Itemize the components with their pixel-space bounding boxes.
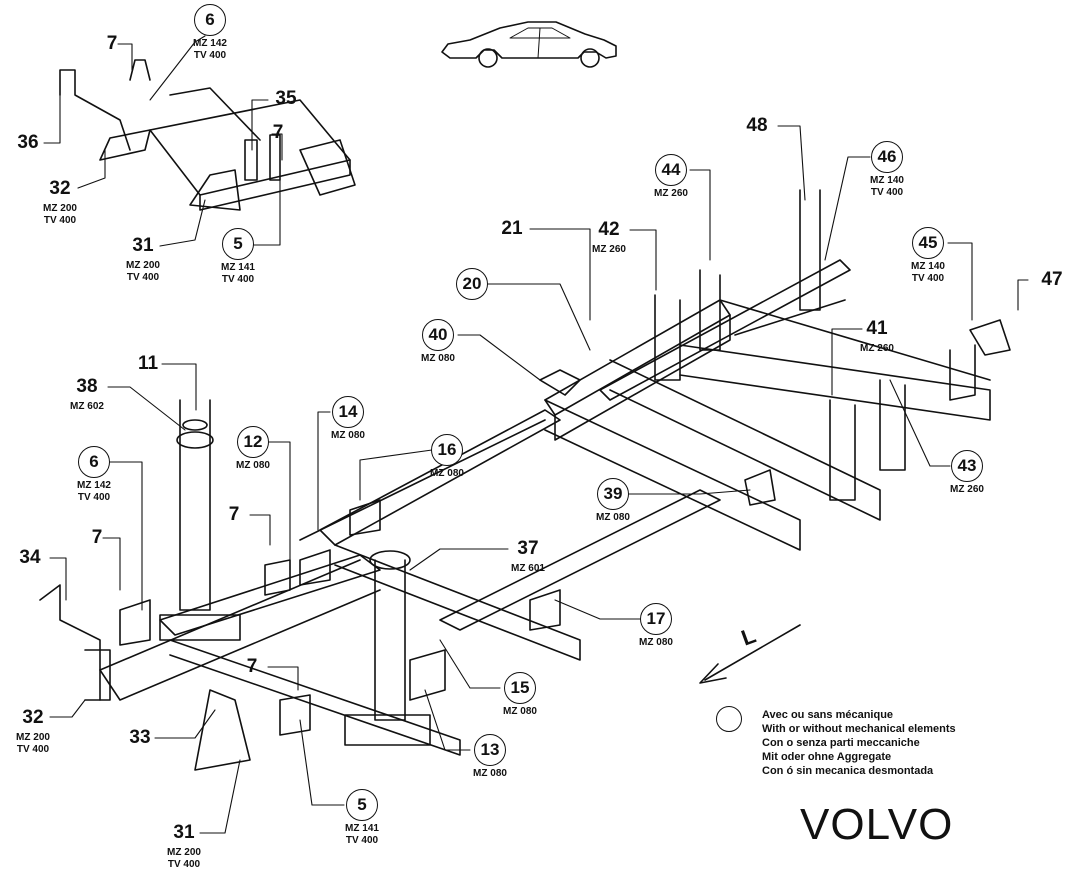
callout-number: 20 xyxy=(456,268,488,300)
callout-part-code: MZ 080 xyxy=(236,460,270,471)
callout-number: 38 xyxy=(76,376,98,397)
callout-number: 15 xyxy=(504,672,536,704)
callout-part-code: MZ 260 xyxy=(592,244,626,255)
callout-number: 7 xyxy=(272,122,284,143)
callout-number: 5 xyxy=(222,228,254,260)
callout-part-code: MZ 080 xyxy=(331,430,365,441)
callout-number: 44 xyxy=(655,154,687,186)
legend-line-it: Con o senza parti meccaniche xyxy=(762,737,920,749)
callout-number: 32 xyxy=(22,707,44,728)
callout-number: 39 xyxy=(597,478,629,510)
callout-part-code: MZ 080 xyxy=(503,706,537,717)
callout-number: 6 xyxy=(194,4,226,36)
legend-circle-icon xyxy=(716,706,742,732)
callout-part-code: MZ 602 xyxy=(70,401,104,412)
legend-lines: Avec ou sans mécanique With or without m… xyxy=(762,708,956,778)
callout-part-code: MZ 260 xyxy=(860,343,894,354)
callout-number: 37 xyxy=(517,538,539,559)
callout-part-code: MZ 080 xyxy=(596,512,630,523)
callout-number: 34 xyxy=(19,547,41,568)
car-silhouette-icon xyxy=(441,21,617,68)
callout-number: 7 xyxy=(246,656,258,677)
callout-number: 32 xyxy=(49,178,71,199)
callout-number: 11 xyxy=(137,353,159,374)
callout-number: 13 xyxy=(474,734,506,766)
legend-line-fr: Avec ou sans mécanique xyxy=(762,709,894,721)
rear-frame xyxy=(539,189,1011,551)
main-frame xyxy=(39,399,721,771)
callout-number: 46 xyxy=(871,141,903,173)
callout-number: 43 xyxy=(951,450,983,482)
callout-number: 7 xyxy=(91,527,103,548)
callout-number: 16 xyxy=(431,434,463,466)
callout-number: 45 xyxy=(912,227,944,259)
callout-number: 31 xyxy=(132,235,154,256)
brand-logo: VOLVO xyxy=(800,800,954,849)
leader-lines xyxy=(43,35,1029,834)
direction-arrow-icon xyxy=(699,624,801,684)
front-subframe-top xyxy=(59,59,356,211)
callout-number: 41 xyxy=(866,318,888,339)
callout-number: 17 xyxy=(640,603,672,635)
callout-number: 42 xyxy=(598,219,620,240)
callout-part-code: MZ 080 xyxy=(639,637,673,648)
callout-part-code: MZ 080 xyxy=(473,768,507,779)
callout-number: 40 xyxy=(422,319,454,351)
callout-part-code: MZ 260 xyxy=(950,484,984,495)
callout-number: 48 xyxy=(746,115,768,136)
callout-part-code: MZ 260 xyxy=(654,188,688,199)
callout-number: 35 xyxy=(275,88,297,109)
callout-number: 47 xyxy=(1041,269,1063,290)
callout-number: 5 xyxy=(346,789,378,821)
callout-number: 14 xyxy=(332,396,364,428)
callout-part-code: MZ 080 xyxy=(430,468,464,479)
legend-line-de: Mit oder ohne Aggregate xyxy=(762,751,892,763)
callout-number: 6 xyxy=(78,446,110,478)
callout-part-code: MZ 601 xyxy=(511,563,545,574)
callout-number: 33 xyxy=(129,727,151,748)
callout-part-code: MZ 080 xyxy=(421,353,455,364)
legend-line-en: With or without mechanical elements xyxy=(762,723,956,735)
legend-line-es: Con ó sin mecanica desmontada xyxy=(762,765,934,777)
callout-number: 7 xyxy=(228,504,240,525)
callout-number: 21 xyxy=(501,218,523,239)
callout-number: 31 xyxy=(173,822,195,843)
callout-number: 36 xyxy=(17,132,39,153)
callout-number: 12 xyxy=(237,426,269,458)
callout-number: 7 xyxy=(106,33,118,54)
